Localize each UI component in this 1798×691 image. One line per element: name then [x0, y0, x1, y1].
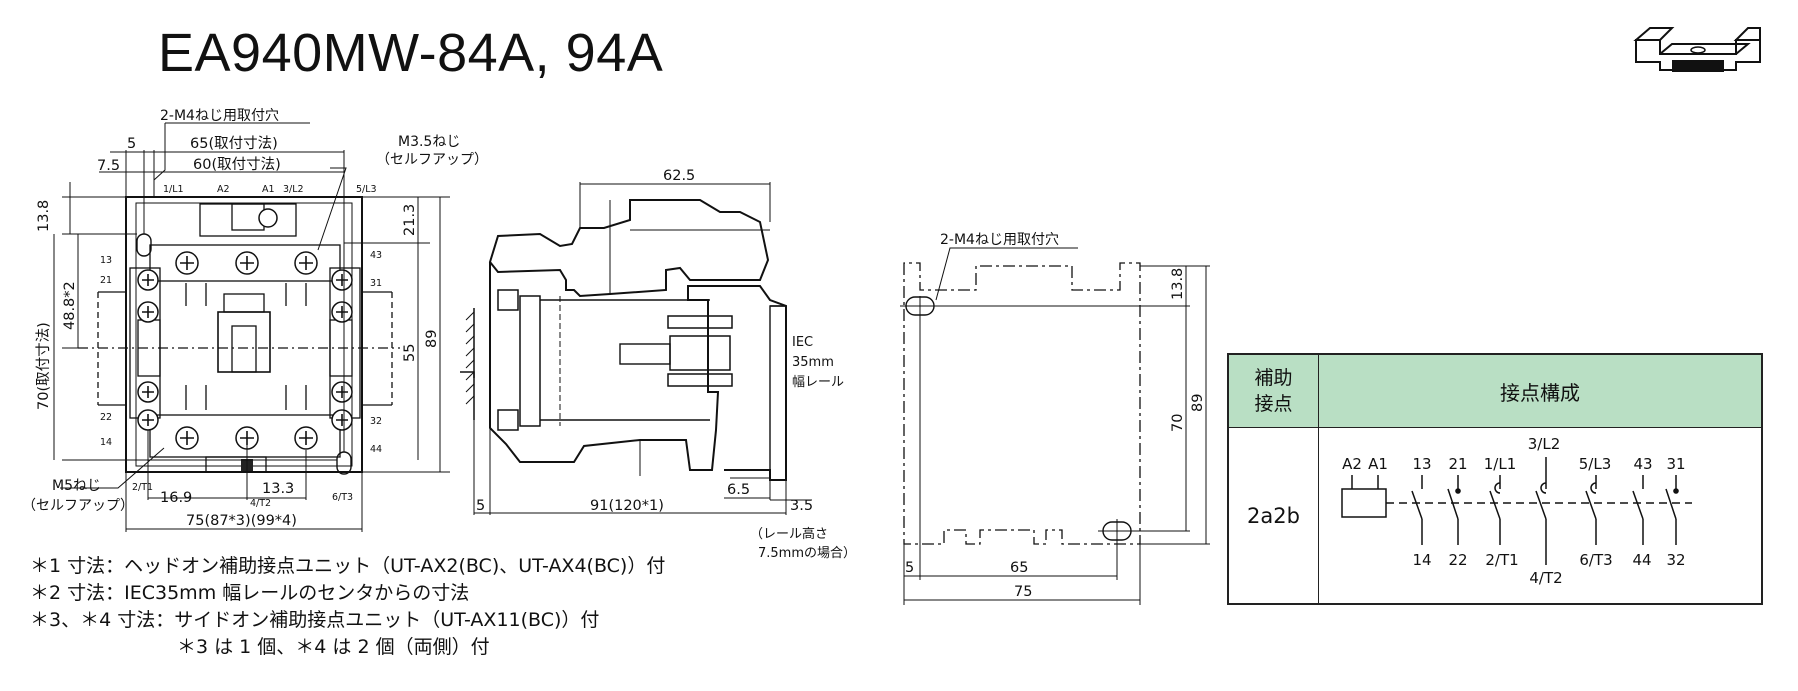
schem-32: 32: [1666, 551, 1685, 569]
schem-t1: 2/T1: [1485, 551, 1518, 569]
header-aux-line1: 補助: [1254, 367, 1293, 389]
note-4: ＊3 は 1 個、＊4 は 2 個（両側）付: [177, 636, 490, 658]
schem-21: 21: [1448, 455, 1467, 473]
screw-m35-label: M3.5ねじ: [398, 134, 460, 150]
dim-65: 65(取付寸法): [190, 135, 278, 152]
terminal-t3-label: 6/T3: [332, 492, 353, 503]
terminal-44-label: 44: [370, 444, 382, 455]
header-aux-line2: 接点: [1254, 393, 1293, 415]
mount-dim-89: 89: [1190, 394, 1206, 412]
rail-iec-label: IEC: [792, 335, 813, 350]
mount-dim-70: 70: [1170, 414, 1186, 432]
terminal-31-label: 31: [370, 278, 382, 289]
terminal-13-label: 13: [100, 255, 112, 266]
dim-16-9: 16.9: [160, 490, 192, 506]
row-aux-value: 2a2b: [1227, 427, 1319, 605]
dim-13-8: 13.8: [36, 200, 52, 232]
schem-13: 13: [1412, 455, 1431, 473]
page-title: EA940MW-84A, 94A: [158, 23, 664, 83]
contact-schematic: A2 A1 13 21 1/L1 3/L2 5/L3 43 31 14 22 2…: [1341, 435, 1692, 587]
rail-height-label-1: （レール高さ: [750, 526, 828, 542]
dim-48-8: 48.8*2: [62, 281, 78, 330]
dim-21-3: 21.3: [402, 204, 418, 236]
terminal-43-label: 43: [370, 250, 382, 261]
schem-t3: 6/T3: [1579, 551, 1612, 569]
schem-31: 31: [1666, 455, 1685, 473]
terminal-t2-label: 4/T2: [250, 498, 271, 509]
schem-l2: 3/L2: [1528, 435, 1561, 453]
mount-hole-label: 2-M4ねじ用取付穴: [160, 108, 279, 124]
dim-13-3: 13.3: [262, 481, 294, 497]
rail-height-label-2: 7.5mmの場合）: [758, 546, 856, 561]
terminal-t1-label: 2/T1: [132, 482, 153, 493]
schem-22: 22: [1448, 551, 1467, 569]
terminal-l1-label: 1/L1: [163, 184, 184, 195]
mount-dim-5: 5: [905, 560, 914, 576]
note-3: ＊3、＊4 寸法：サイドオン補助接点ユニット（UT-AX11(BC)）付: [30, 609, 600, 631]
dim-75: 75(87*3)(99*4): [186, 513, 297, 529]
mount-view-hole-label: 2-M4ねじ用取付穴: [940, 232, 1059, 248]
terminal-22-label: 22: [100, 412, 112, 423]
din-rail-icon: [1633, 27, 1761, 72]
screw-m5-label: M5ねじ: [52, 478, 101, 494]
schem-l3: 5/L3: [1579, 455, 1612, 473]
dim-91: 91(120*1): [590, 498, 664, 514]
mount-dim-65: 65: [1010, 560, 1028, 576]
schem-14: 14: [1412, 551, 1431, 569]
note-1: ＊1 寸法：ヘッドオン補助接点ユニット（UT-AX2(BC)、UT-AX4(BC…: [30, 555, 666, 577]
mounting-outline: [903, 262, 1141, 545]
header-contact-config: 接点構成: [1318, 353, 1763, 428]
dim-70-mount: 70(取付寸法): [35, 322, 52, 410]
mount-dim-13-8: 13.8: [1170, 268, 1186, 300]
note-2: ＊2 寸法：IEC35mm 幅レールのセンタからの寸法: [30, 582, 470, 604]
schem-43: 43: [1633, 455, 1652, 473]
schem-44: 44: [1632, 551, 1651, 569]
terminal-14-label: 14: [100, 437, 112, 448]
contact-schematic-cell: A2 A1 13 21 1/L1 3/L2 5/L3 43 31 14 22 2…: [1318, 427, 1763, 605]
terminal-21-label: 21: [100, 275, 112, 286]
contact-configuration-table: 補助 接点 接点構成 2a2b A2 A1 13 21 1/L1 3/L2 5/…: [1227, 353, 1763, 605]
dim-60: 60(取付寸法): [193, 156, 281, 173]
dim-55: 55: [402, 344, 418, 362]
terminal-l3-label: 5/L3: [356, 184, 377, 195]
dim-6-5: 6.5: [727, 482, 750, 498]
schem-t2: 4/T2: [1529, 569, 1562, 587]
terminal-l2-label: 3/L2: [283, 184, 304, 195]
mount-dim-75: 75: [1014, 584, 1032, 600]
schem-l1: 1/L1: [1484, 455, 1517, 473]
dim-5: 5: [127, 136, 136, 152]
rail-width-label: 幅レール: [792, 375, 844, 390]
footnotes: ＊1 寸法：ヘッドオン補助接点ユニット（UT-AX2(BC)、UT-AX4(BC…: [30, 553, 665, 661]
dim-5-side: 5: [476, 498, 485, 514]
dim-7-5: 7.5: [97, 158, 120, 174]
schem-a2: A2: [1342, 455, 1362, 473]
rail-35mm-label: 35mm: [792, 355, 834, 370]
terminal-32-label: 32: [370, 416, 382, 427]
terminal-a2-label: A2: [217, 184, 230, 195]
terminal-a1-label: A1: [262, 184, 275, 195]
selfup-bottom-label: （セルフアップ）: [22, 498, 134, 514]
schem-a1: A1: [1368, 455, 1388, 473]
dim-89: 89: [424, 330, 440, 348]
dim-3-5: 3.5: [790, 498, 813, 514]
dim-62-5: 62.5: [663, 168, 695, 184]
header-aux-contact: 補助 接点: [1227, 353, 1319, 428]
selfup-top-label: （セルフアップ）: [376, 152, 488, 168]
